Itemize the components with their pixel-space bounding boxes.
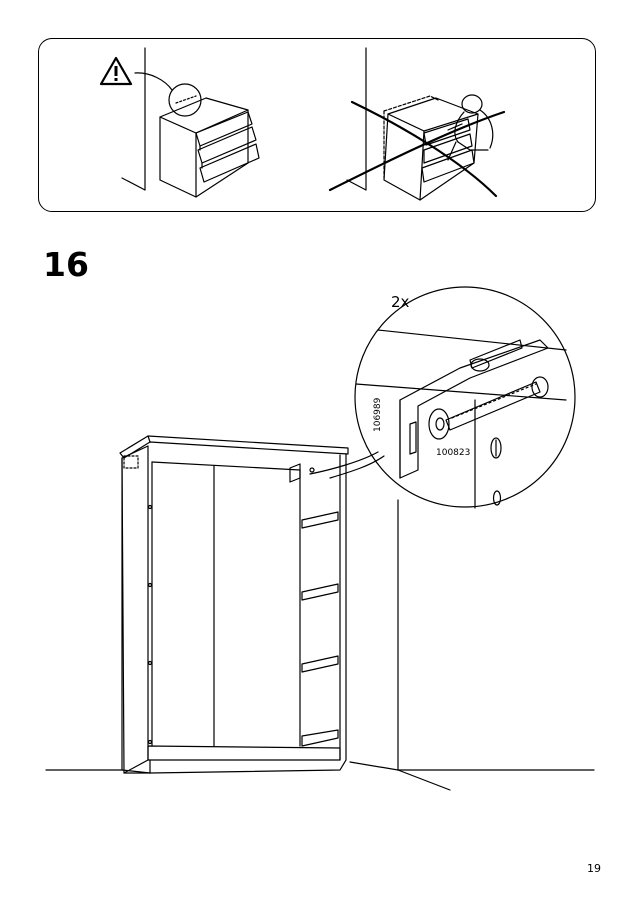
warning-triangle-icon (99, 56, 133, 86)
part-code-a: 106989 (373, 397, 383, 432)
quantity-label: 2x (391, 293, 410, 311)
part-code-b: 100823 (436, 448, 470, 458)
incorrect-usage-illustration (346, 47, 494, 201)
correct-usage-illustration (121, 47, 260, 198)
warning-exclamation (114, 66, 118, 81)
warning-panel (38, 38, 596, 212)
step-number: 16 (43, 245, 89, 284)
page-number: 19 (587, 862, 601, 875)
wardrobe-illustration (45, 435, 595, 791)
drawer-runners (301, 511, 339, 747)
detail-callout (309, 286, 576, 509)
prohibited-cross-icon (328, 100, 506, 198)
